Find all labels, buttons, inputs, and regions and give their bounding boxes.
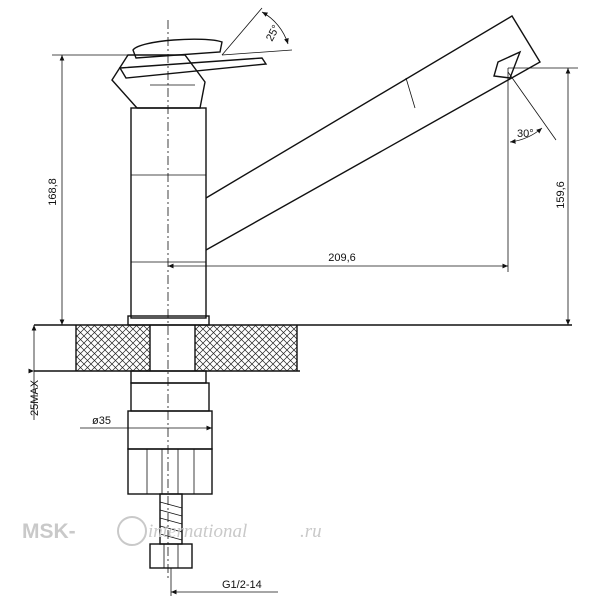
spout — [205, 15, 541, 251]
spout-reach-label: 209,6 — [328, 252, 356, 264]
height-dimension-left: 168,8 — [47, 54, 130, 325]
countertop-section — [34, 324, 572, 372]
spout-angle-label: 30° — [517, 128, 534, 140]
thread-dimension: G1/2-14 — [170, 568, 278, 596]
diameter-dimension: ø35 — [80, 415, 212, 431]
max-thickness-label: 25MAX — [29, 379, 41, 416]
spout-height-label: 159,6 — [555, 181, 567, 209]
handle-angle-label: 25° — [264, 23, 282, 43]
thread-label: G1/2-14 — [222, 579, 262, 591]
height-dimension-right: 159,6 — [508, 67, 578, 325]
watermark: MSK- international .ru — [22, 516, 322, 546]
shank-diameter-label: ø35 — [92, 415, 111, 427]
watermark-brand: MSK- — [22, 520, 76, 543]
handle-angle-dimension: 25° — [221, 7, 293, 56]
thickness-dimension: 25MAX — [29, 325, 41, 420]
spout-angle-dimension: 30° — [507, 71, 557, 144]
total-height-label: 168,8 — [47, 178, 59, 206]
reach-dimension: 209,6 — [168, 68, 509, 272]
mounting-assembly — [127, 370, 213, 569]
faucet-body — [111, 38, 268, 326]
watermark-domain: .ru — [300, 521, 322, 542]
watermark-script: international — [148, 521, 247, 542]
